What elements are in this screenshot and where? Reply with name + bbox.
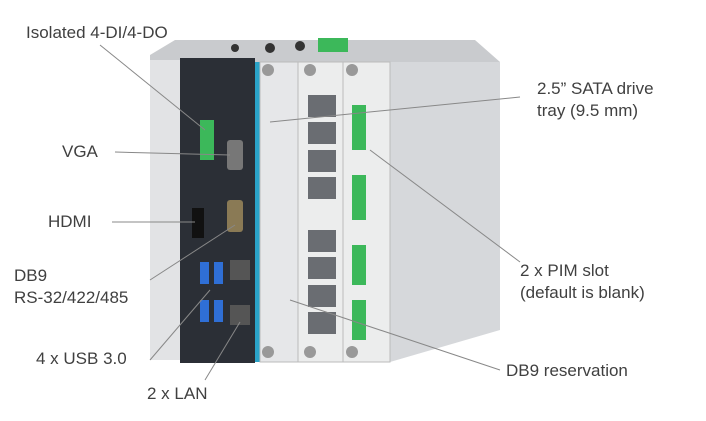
label-pim-line1: 2 x PIM slot	[520, 261, 609, 280]
label-pim-line2: (default is blank)	[520, 283, 645, 302]
db9-port	[227, 200, 243, 232]
chassis-right-side	[390, 45, 500, 362]
dio-connector	[200, 120, 214, 160]
pim-slot	[342, 61, 391, 363]
usb-port	[200, 300, 209, 322]
label-db9-line1: DB9	[14, 266, 48, 285]
label-sata-line2: tray (9.5 mm)	[537, 101, 639, 120]
label-usb: 4 x USB 3.0	[36, 349, 127, 368]
usb-port	[214, 300, 223, 322]
chassis-left-side	[150, 60, 180, 360]
label-sata: 2.5” SATA drive tray (9.5 mm)	[537, 78, 654, 122]
label-sata-line1: 2.5” SATA drive	[537, 79, 654, 98]
label-db9-reservation: DB9 reservation	[506, 361, 628, 380]
label-hdmi: HDMI	[48, 212, 92, 231]
leader-lines	[99, 44, 521, 381]
sata-tray	[259, 61, 299, 363]
label-vga: VGA	[62, 142, 98, 161]
hdmi-port	[192, 208, 204, 238]
label-db9: DB9 RS-32/422/485	[14, 265, 128, 309]
usb-port	[214, 262, 223, 284]
lan-port	[230, 260, 250, 280]
label-dio: Isolated 4-DI/4-DO	[26, 23, 168, 42]
label-pim: 2 x PIM slot (default is blank)	[520, 260, 645, 304]
label-lan: 2 x LAN	[147, 384, 208, 403]
lan-port	[230, 305, 250, 325]
top-terminal-block	[318, 38, 348, 52]
vga-port	[227, 140, 243, 170]
label-db9-line2: RS-32/422/485	[14, 288, 129, 307]
usb-port	[200, 262, 209, 284]
accent-strip	[255, 62, 260, 362]
